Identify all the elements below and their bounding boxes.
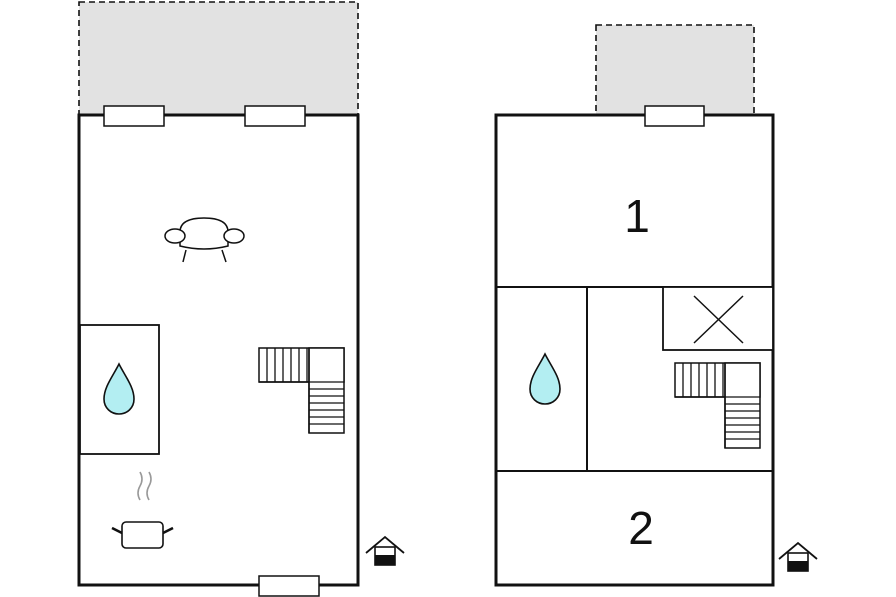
entrance-icon: [365, 536, 405, 566]
ground-floor: [77, 1, 405, 597]
cooking-pot-icon: [111, 471, 174, 549]
window: [103, 105, 165, 127]
window: [644, 105, 705, 127]
window: [244, 105, 306, 127]
window: [258, 575, 320, 597]
sofa-icon: [164, 217, 245, 263]
terrace-area: [78, 1, 359, 116]
entrance-icon: [778, 542, 818, 572]
room-label-1: 1: [624, 190, 650, 242]
upper-floor: 1 2: [494, 24, 818, 587]
void-cross-icon: [662, 286, 774, 351]
room-label-2: 2: [628, 502, 654, 554]
balcony-area: [595, 24, 755, 116]
